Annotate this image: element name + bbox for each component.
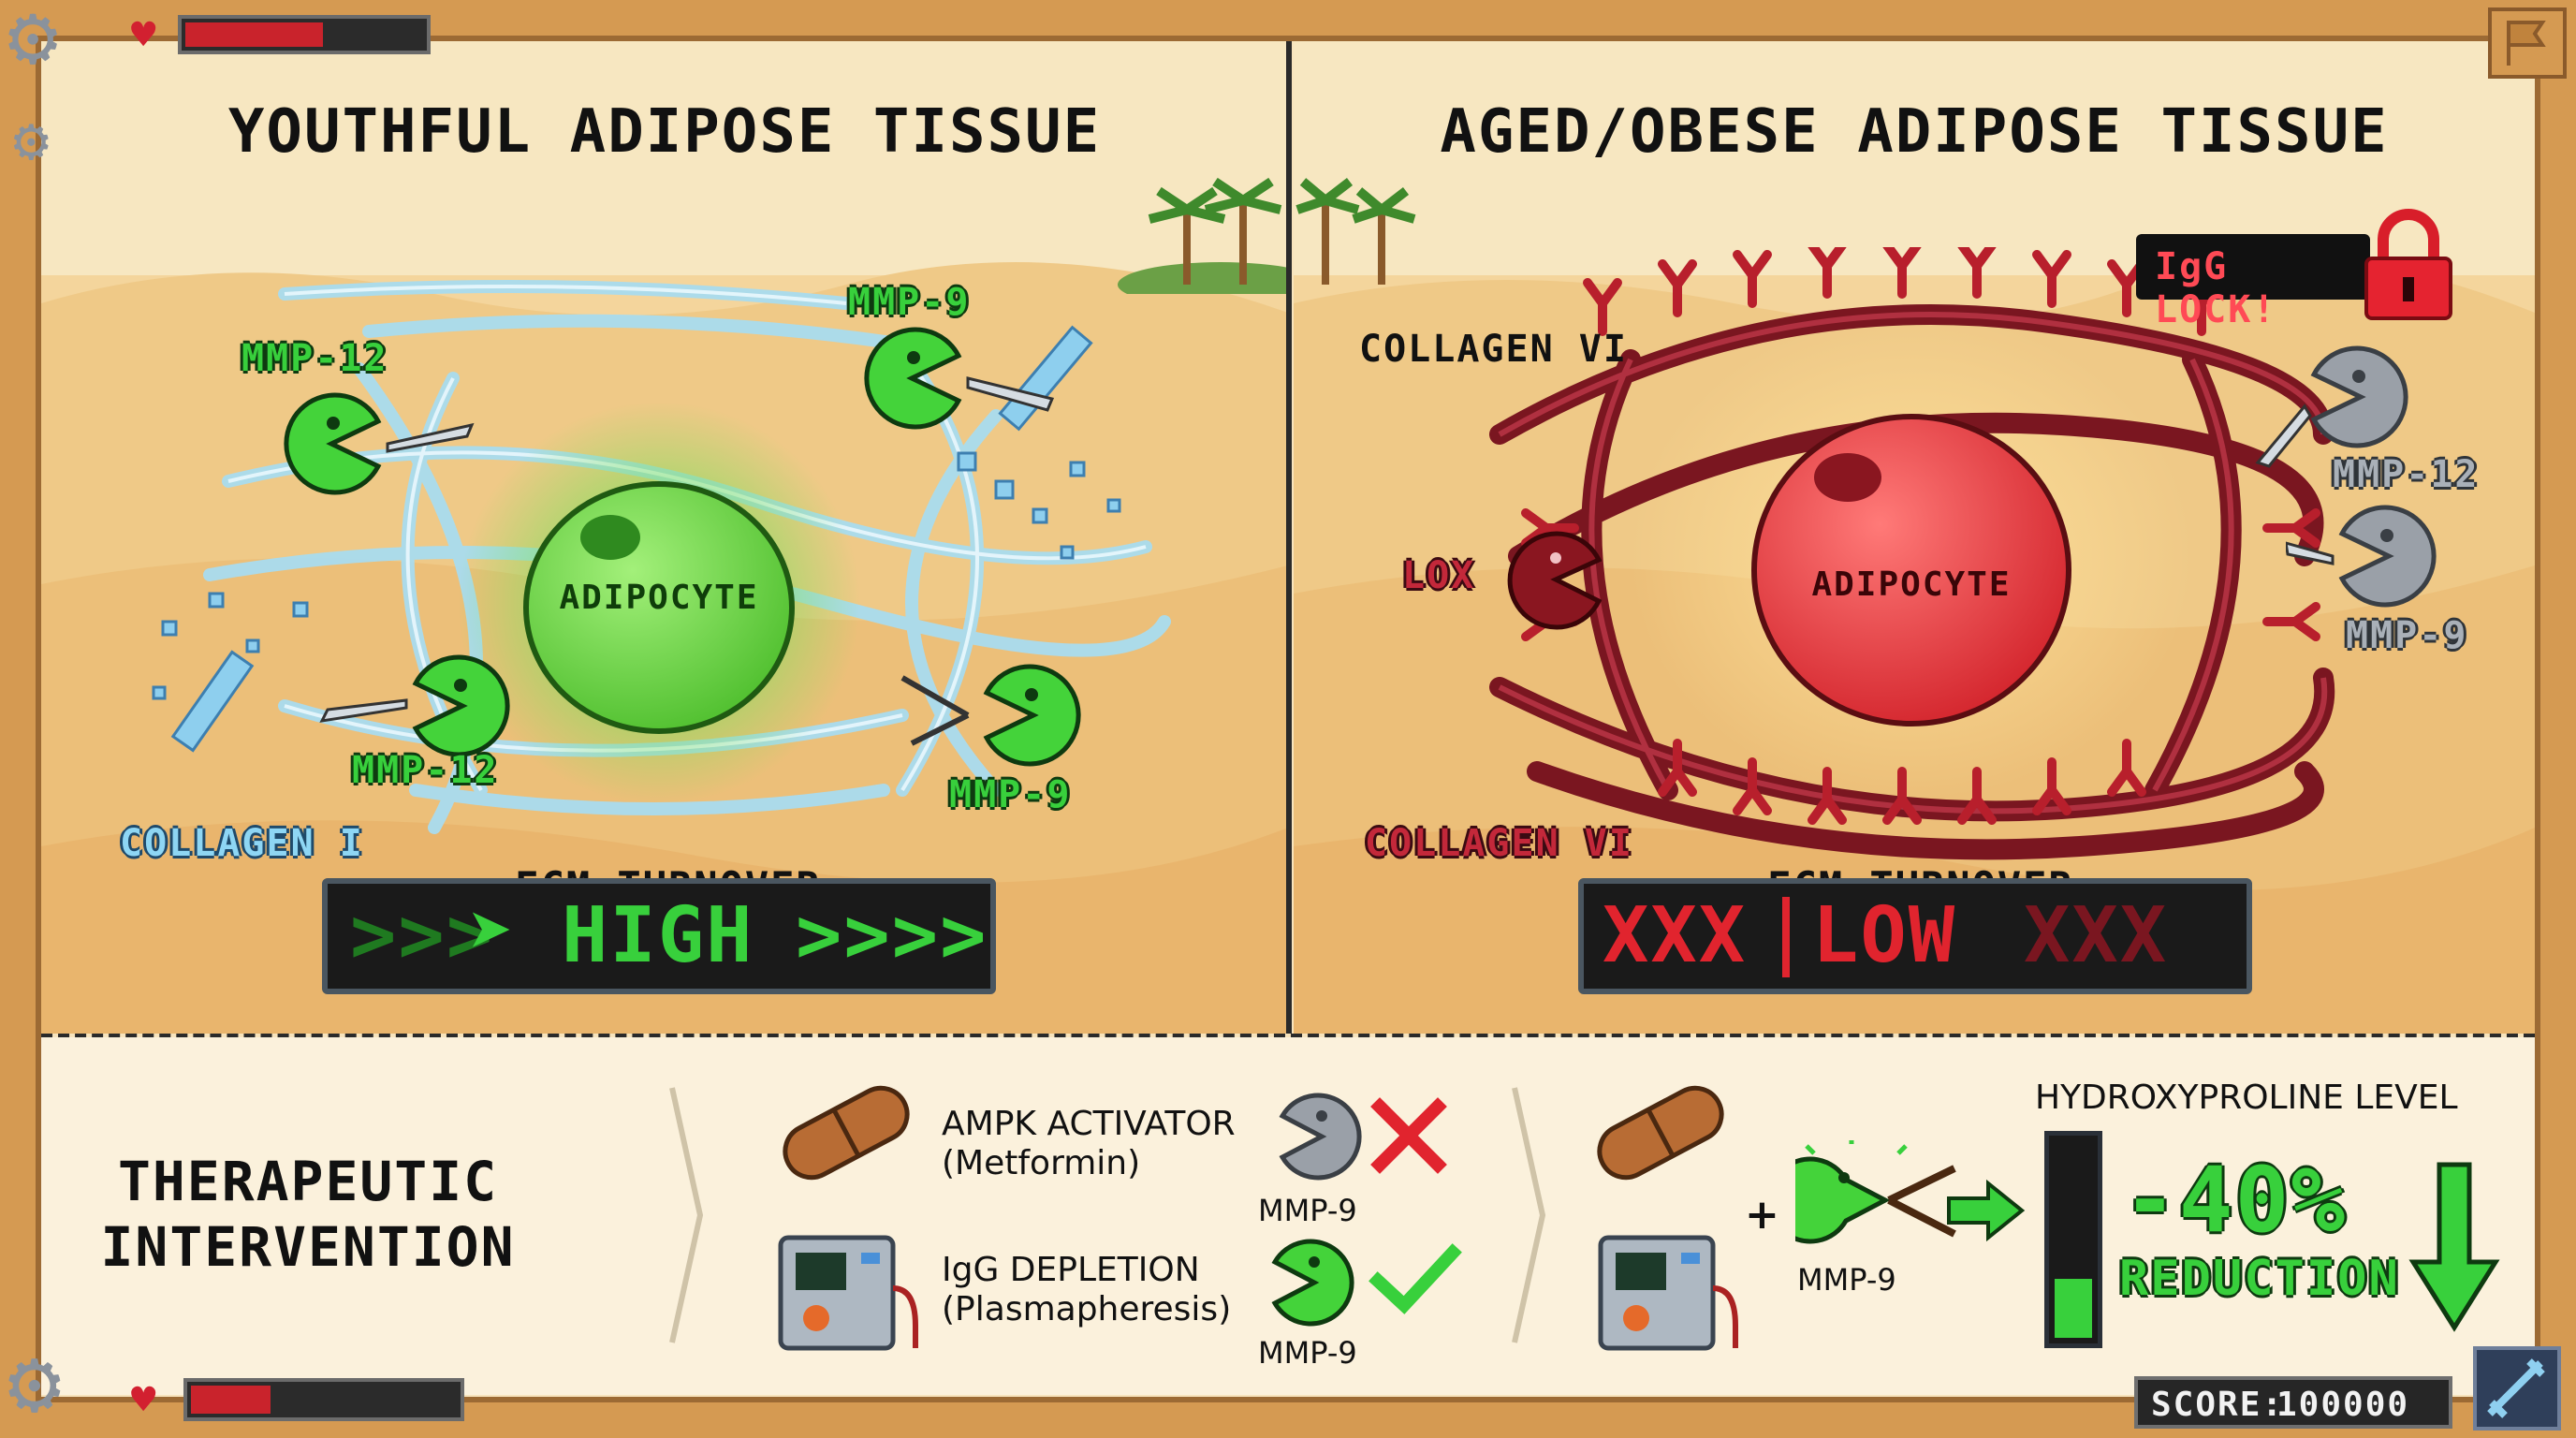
palm-trees-icon [1295,178,1416,285]
x-marks-right-icon: XXX [2024,891,2169,980]
mmp12-label-right: MMP-12 [2333,453,2480,496]
ecm-turnover-low-box: XXX LOW XXX [1578,878,2252,994]
lox-label: LOX [1402,554,1476,597]
collagen-vi-label-bottom: COLLAGEN VI [1365,822,1633,865]
mmp12-label-top: MMP-12 [242,337,388,380]
hydroxyproline-label: HYDROXYPROLINE LEVEL [2035,1078,2458,1117]
healthy-adipocyte [458,402,860,804]
health-bar-top [178,15,431,54]
chevron-separator-icon [669,1087,704,1343]
mmp9-label-right: MMP-9 [2346,614,2468,657]
igg-antibodies [1521,247,2320,825]
igg-line2: (Plasmapheresis) [942,1290,1232,1328]
padlock-icon [2364,209,2452,320]
blocked-mmp12-icon [2255,345,2408,468]
ampk-line1: AMPK ACTIVATOR [942,1105,1236,1143]
active-mmp9-icon [1271,1239,1354,1327]
mmp9-label-bottom: MMP-9 [949,773,1072,816]
pill-icon [783,1085,910,1181]
plasmapheresis-machine-icon-combo [1598,1235,1738,1351]
heart-icon-bottom: ♥ [131,1376,156,1424]
inactive-mmp9-icon [1279,1093,1362,1181]
x-marks-left-icon: XXX [1603,891,1748,980]
blocked-mmp9-icon [2286,505,2437,608]
collagen-i-label: COLLAGEN I [120,822,364,865]
mmp12-label-bottom: MMP-12 [352,749,499,792]
green-arrow-right-icon [1947,1179,2026,1242]
red-x-icon [1370,1097,1447,1174]
therapeutic-heading-line2: INTERVENTION [100,1215,516,1279]
adipocyte-label: ADIPOCYTE [1811,565,2012,604]
ecm-turnover-high-box: >>> ➤ HIGH >>>> [322,878,996,994]
chevron-separator-icon [1512,1087,1546,1343]
separator-bar [1782,897,1790,977]
plus-sign: + [1745,1191,1779,1239]
panel-title: AGED/OBESE ADIPOSE TISSUE [1440,97,2389,167]
igg-lock-label: IgG LOCK! [2155,245,2277,331]
ecm-value-low: LOW [1812,891,1957,980]
aged-panel: AGED/OBESE ADIPOSE TISSUE [1294,41,2535,1034]
panel-title: YOUTHFUL ADIPOSE TISSUE [227,97,1102,167]
adipocyte-label: ADIPOCYTE [559,579,759,617]
mmp9-pacman-icon [864,327,1055,430]
lox-pacman-icon [1507,531,1603,630]
active-mmp9-cutting-icon [1795,1140,1956,1244]
flag-icon[interactable] [2486,6,2569,81]
mmp9-label-top: MMP-9 [848,281,971,324]
mmp9-label-c: MMP-9 [1797,1262,1896,1298]
score-label: SCORE: [2151,1386,2285,1424]
mmp12-pacman-bottom-icon [319,654,510,757]
settings-gear-icon[interactable]: ⚙ [7,0,59,85]
pill-icon-combo [1597,1085,1724,1181]
sky-background [41,41,1288,275]
sword-button-icon[interactable] [2471,1344,2563,1432]
hydroxyproline-gauge [2044,1131,2102,1348]
plasmapheresis-machine-icon [778,1235,918,1351]
score-box: SCORE: 100000 [2134,1376,2452,1429]
green-check-icon [1368,1243,1462,1314]
igg-line1: IgG DEPLETION [942,1251,1200,1289]
section-divider [41,1034,2535,1039]
health-bar-bottom [183,1378,464,1421]
mmp9-pacman-bottom-icon [900,664,1081,767]
inflamed-adipocyte [1751,414,2071,726]
health-bar-top-fill [185,22,323,47]
health-bar-bottom-fill [191,1386,271,1414]
hydroxyproline-gauge-fill [2055,1279,2092,1338]
chevrons-right-icon: >>>> [796,891,988,980]
panel-divider [1286,41,1292,1034]
ecm-value-high: HIGH [562,891,754,980]
therapeutic-heading-line1: THERAPEUTIC [117,1150,499,1213]
arrow-right-icon: ➤ [468,888,517,976]
menu-gear-icon[interactable]: ⚙ [7,1329,62,1434]
palm-island-icon [1118,177,1288,294]
igg-lock-bubble: IgG LOCK! [2136,234,2370,331]
mmp9-label-b: MMP-9 [1258,1335,1357,1371]
mmp12-pacman-icon [284,392,475,495]
therapeutic-panel: THERAPEUTIC INTERVENTION AMPK ACTIVATOR … [41,1037,2535,1395]
collagen-vi-label-top: COLLAGEN VI [1359,328,1628,371]
green-arrow-down-icon [2408,1162,2500,1332]
chevrons-left-icon: >>> [350,891,495,980]
ampk-line2: (Metformin) [942,1144,1141,1182]
reduction-label: REDUCTION [2119,1251,2400,1307]
heart-icon: ♥ [131,11,156,59]
small-gear-icon: ⚙ [13,106,50,175]
mmp9-label-a: MMP-9 [1258,1193,1357,1228]
score-value: 100000 [2276,1386,2410,1424]
youthful-panel: YOUTHFUL ADIPOSE TISSUE [41,41,1288,1034]
reduction-value: -40% [2123,1148,2348,1253]
